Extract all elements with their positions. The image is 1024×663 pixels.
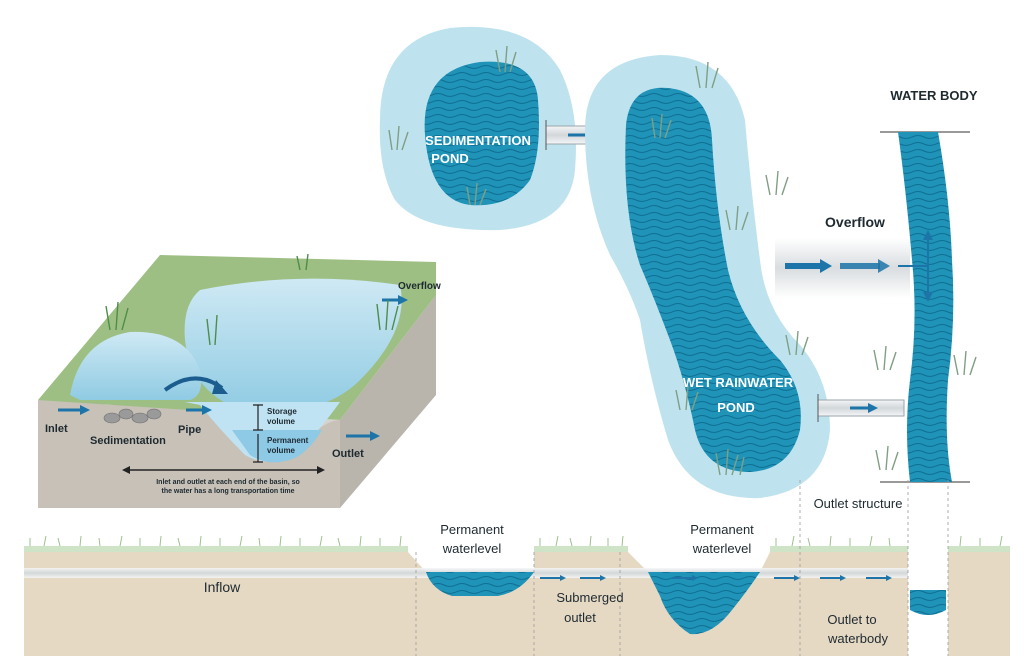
basin-storage-label-2: volume xyxy=(267,417,296,426)
profile-perm-level-2a: Permanent xyxy=(690,522,754,537)
basin-sediment-water xyxy=(70,331,202,400)
basin-outlet-label: Outlet xyxy=(332,448,364,460)
profile-flow-arrows xyxy=(540,575,892,581)
basin-sedimentation-label: Sedimentation xyxy=(90,435,166,447)
basin-storage-label-1: Storage xyxy=(267,407,297,416)
basin-note-2: the water has a long transportation time xyxy=(161,488,294,495)
sedimentation-pond-label-2: POND xyxy=(431,151,469,166)
basin-permanent-label-1: Permanent xyxy=(267,436,309,445)
profile-perm-level-2b: waterlevel xyxy=(692,541,752,556)
basin-pipe-label: Pipe xyxy=(178,424,201,436)
basin-overflow-label: Overflow xyxy=(398,281,441,292)
water-body-stream xyxy=(898,132,954,482)
guide-lines xyxy=(415,480,949,656)
sedimentation-pond-water xyxy=(424,61,539,206)
sediment-stones xyxy=(103,408,162,424)
basin-note-1: Inlet and outlet at each end of the basi… xyxy=(156,479,300,486)
profile-submerged-a: Submerged xyxy=(556,590,623,605)
wet-pond-label-1: WET RAINWATER xyxy=(683,375,794,390)
profile-outlet-waterbody-a: Outlet to xyxy=(827,612,876,627)
profile-view: Inflow Permanent waterlevel Permanent wa… xyxy=(24,480,1010,658)
profile-submerged-b: outlet xyxy=(564,610,596,625)
sedimentation-pond-label-1: SEDIMENTATION xyxy=(425,133,531,148)
top-view: SEDIMENTATION POND WET RAINWATER POND WA… xyxy=(379,26,978,511)
profile-waterbody-water xyxy=(910,590,946,615)
water-body-label: WATER BODY xyxy=(890,88,977,103)
profile-grass xyxy=(29,535,1003,547)
profile-sediment-water xyxy=(426,572,534,596)
profile-perm-level-1a: Permanent xyxy=(440,522,504,537)
profile-perm-level-1b: waterlevel xyxy=(442,541,502,556)
profile-outlet-waterbody-b: waterbody xyxy=(827,631,888,646)
basin-main-water xyxy=(184,278,402,412)
basin-inlet-label: Inlet xyxy=(45,423,68,435)
overflow-label-top: Overflow xyxy=(825,214,885,230)
profile-wet-water xyxy=(648,572,760,635)
basin-3d: Overflow Inlet Sedimentation Pipe Storag… xyxy=(38,253,441,508)
profile-inflow-label: Inflow xyxy=(204,579,241,595)
wet-pond-label-2: POND xyxy=(717,400,755,415)
basin-permanent-label-2: volume xyxy=(267,446,296,455)
outlet-structure-label: Outlet structure xyxy=(814,496,903,511)
wet-pond-water xyxy=(625,87,801,472)
grass-tufts xyxy=(388,45,977,476)
